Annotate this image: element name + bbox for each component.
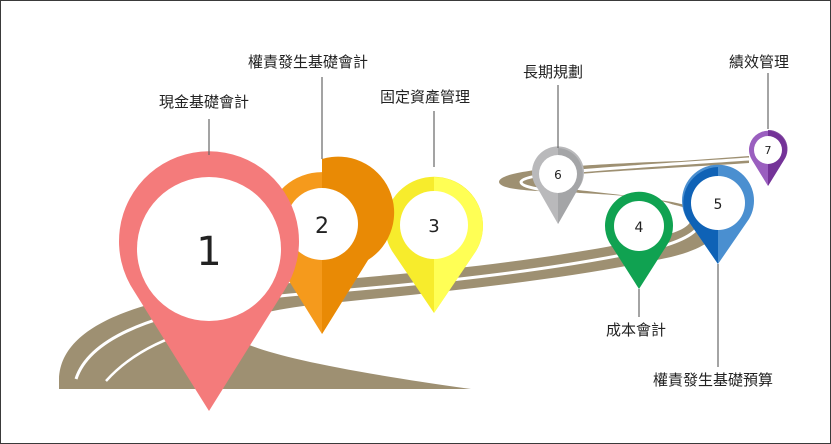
milestone-label-4: 成本會計: [606, 321, 667, 339]
milestone-label-2: 權責發生基礎會計: [248, 53, 369, 71]
pin-5-number: 5: [714, 197, 723, 213]
milestone-label-7: 績效管理: [729, 53, 790, 71]
pin-7: 7: [749, 129, 788, 186]
pin-6-face: [539, 155, 577, 193]
pin-2-number: 2: [315, 214, 329, 239]
pin-1-face: [137, 177, 281, 321]
pin-5-face: [691, 176, 745, 230]
pin-4-face: [614, 201, 664, 251]
milestone-label-1: 現金基礎會計: [159, 93, 250, 111]
pin-2-face: [286, 188, 358, 260]
pin-3-number: 3: [428, 216, 439, 237]
milestone-label-6: 長期規劃: [523, 63, 584, 81]
pin-4-number: 4: [635, 220, 644, 236]
milestone-label-3: 固定資產管理: [380, 88, 471, 106]
pin-6-number: 6: [554, 168, 562, 182]
milestone-label-5: 權責發生基礎預算: [653, 371, 774, 389]
pin-3: 3: [384, 176, 483, 313]
pin-3-face: [400, 191, 468, 259]
pin-7-face: [754, 136, 782, 164]
pin-6: 6: [532, 146, 584, 224]
road-surface: [59, 156, 749, 389]
leader-lines: [208, 73, 769, 367]
pin-1-number: 1: [196, 229, 221, 275]
pin-7-number: 7: [765, 144, 772, 157]
pin-1: 1: [119, 151, 299, 411]
pin-4: 4: [605, 191, 673, 289]
pin-5: 5: [682, 164, 755, 264]
